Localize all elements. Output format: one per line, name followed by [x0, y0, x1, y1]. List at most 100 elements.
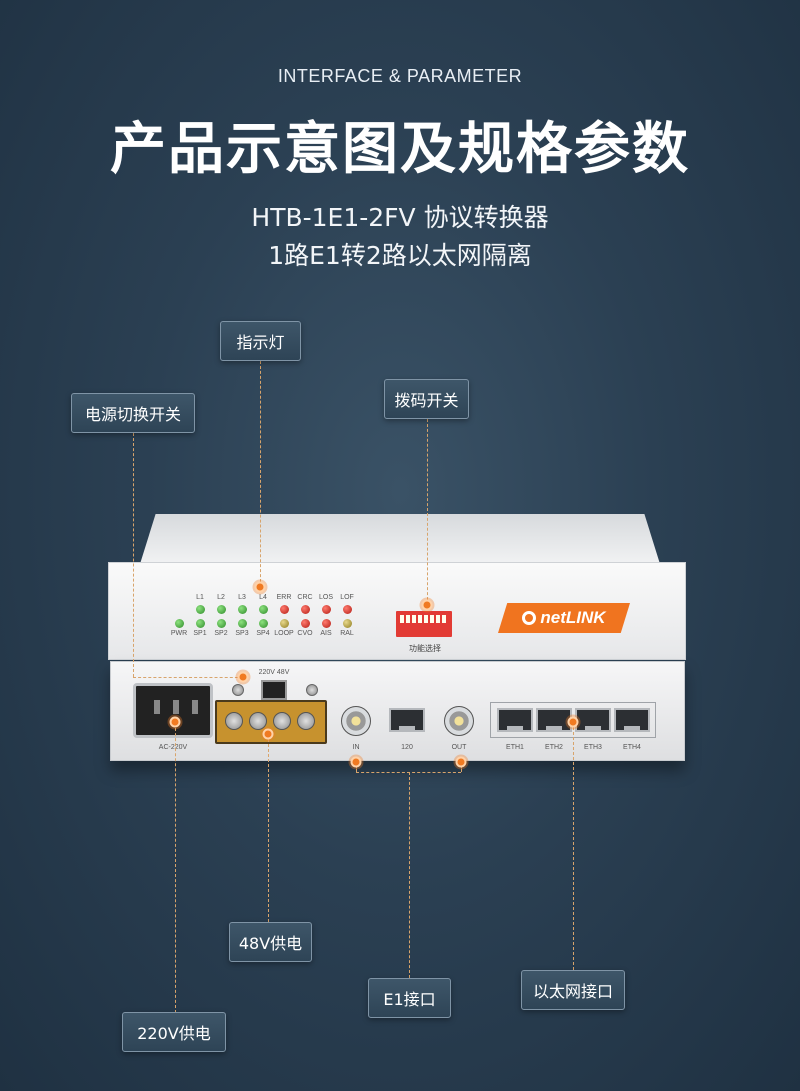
terminal-screw [249, 712, 267, 730]
leader-line-48v [268, 734, 269, 922]
led-label-l3: L3 [238, 594, 246, 601]
description-line: 1路E1转2路以太网隔离 [268, 241, 532, 270]
led-label-pwr: PWR [170, 630, 188, 637]
led-err [280, 605, 289, 614]
led-sp3 [238, 619, 247, 628]
dip-sw-3[interactable] [412, 615, 416, 623]
callout-power-switch: 电源切换开关 [71, 393, 195, 433]
callout-dip-switch: 拨码开关 [384, 379, 469, 419]
led-ais [322, 619, 331, 628]
socket-pin [173, 700, 179, 714]
bnc-in-label: IN [352, 744, 360, 751]
callout-ethernet: 以太网接口 [521, 970, 625, 1010]
terminal-screw [297, 712, 315, 730]
callout-220v: 220V供电 [122, 1012, 226, 1052]
dip-sw-2[interactable] [406, 615, 410, 623]
led-l1 [196, 605, 205, 614]
subtitle-en: INTERFACE & PARAMETER [277, 66, 523, 86]
led-label-sp3: SP3 [235, 630, 249, 637]
socket-pin [154, 700, 160, 714]
brand-logo: netLINK [498, 603, 630, 633]
bnc-out-connector[interactable] [444, 706, 474, 736]
led-label-ais: AIS [320, 630, 332, 637]
led-label-l2: L2 [217, 594, 225, 601]
marker-dot-indicator [254, 581, 266, 593]
led-label-loop: LOOP [274, 630, 294, 637]
eth3-label: ETH3 [584, 744, 602, 751]
dip-sw-7[interactable] [436, 615, 440, 623]
led-ral [343, 619, 352, 628]
leader-line-220v [175, 723, 176, 1013]
eth1-port[interactable] [497, 708, 533, 732]
eth2-label: ETH2 [545, 744, 563, 751]
led-label-err: ERR [276, 594, 292, 601]
leader-line-dip [427, 419, 428, 605]
callout-48v: 48V供电 [229, 922, 312, 962]
callout-e1: E1接口 [368, 978, 451, 1018]
led-label-cvo: CVO [297, 630, 313, 637]
led-loop [280, 619, 289, 628]
socket-pin [192, 700, 198, 714]
marker-dot-e1-out [455, 756, 467, 768]
marker-dot-dip [421, 599, 433, 611]
rj-120-label: 120 [401, 744, 413, 751]
led-label-crc: CRC [297, 594, 313, 601]
led-label-sp1: SP1 [193, 630, 207, 637]
led-crc [301, 605, 310, 614]
dip-label: 功能选择 [409, 644, 441, 653]
terminal-screw [273, 712, 291, 730]
ac-label: AC-220V [158, 744, 188, 751]
leader-line-e1 [409, 772, 410, 978]
leader-line-indicator [260, 361, 261, 587]
led-sp2 [217, 619, 226, 628]
marker-dot-power-switch [237, 671, 249, 683]
screw-icon [232, 684, 244, 696]
led-pwr [175, 619, 184, 628]
led-label-sp4: SP4 [256, 630, 270, 637]
eth4-label: ETH4 [623, 744, 641, 751]
terminal-screw [225, 712, 243, 730]
power-select-switch[interactable] [261, 680, 287, 700]
led-label-sp2: SP2 [214, 630, 228, 637]
led-l4 [259, 605, 268, 614]
dip-sw-8[interactable] [442, 615, 446, 623]
screw-icon [306, 684, 318, 696]
model-line: HTB-1E1-2FV 协议转换器 [251, 203, 549, 232]
callout-indicator: 指示灯 [220, 321, 301, 361]
eth3-port[interactable] [575, 708, 611, 732]
rj48-120-port[interactable] [389, 708, 425, 732]
led-cvo [301, 619, 310, 628]
marker-dot-e1-in [350, 756, 362, 768]
dip-sw-4[interactable] [418, 615, 422, 623]
marker-dot-ethernet [567, 716, 579, 728]
led-label-ral: RAL [340, 630, 354, 637]
leader-line-power-switch-h [133, 677, 243, 678]
leader-line-ethernet [573, 722, 574, 970]
led-label-los: LOS [318, 594, 333, 601]
dip-sw-1[interactable] [400, 615, 404, 623]
led-label-l1: L1 [196, 594, 204, 601]
logo-icon [522, 611, 537, 625]
switch-label: 220V 48V [258, 669, 290, 676]
led-label-l4: L4 [259, 594, 267, 601]
dip-sw-6[interactable] [430, 615, 434, 623]
marker-dot-48v [262, 728, 274, 740]
led-sp1 [196, 619, 205, 628]
logo-text: netLINK [540, 608, 606, 627]
bnc-out-label: OUT [451, 744, 467, 751]
leader-line-e1-bracket [356, 772, 461, 773]
led-label-lof: LOF [340, 594, 354, 601]
bnc-in-connector[interactable] [341, 706, 371, 736]
device-top-panel [140, 514, 660, 564]
eth4-port[interactable] [614, 708, 650, 732]
led-l2 [217, 605, 226, 614]
led-los [322, 605, 331, 614]
page-title: 产品示意图及规格参数 [110, 117, 690, 182]
dip-switch[interactable] [396, 611, 452, 637]
led-sp4 [259, 619, 268, 628]
dip-sw-5[interactable] [424, 615, 428, 623]
marker-dot-220v [169, 716, 181, 728]
ac-power-socket[interactable] [133, 683, 213, 738]
eth1-label: ETH1 [506, 744, 524, 751]
led-l3 [238, 605, 247, 614]
